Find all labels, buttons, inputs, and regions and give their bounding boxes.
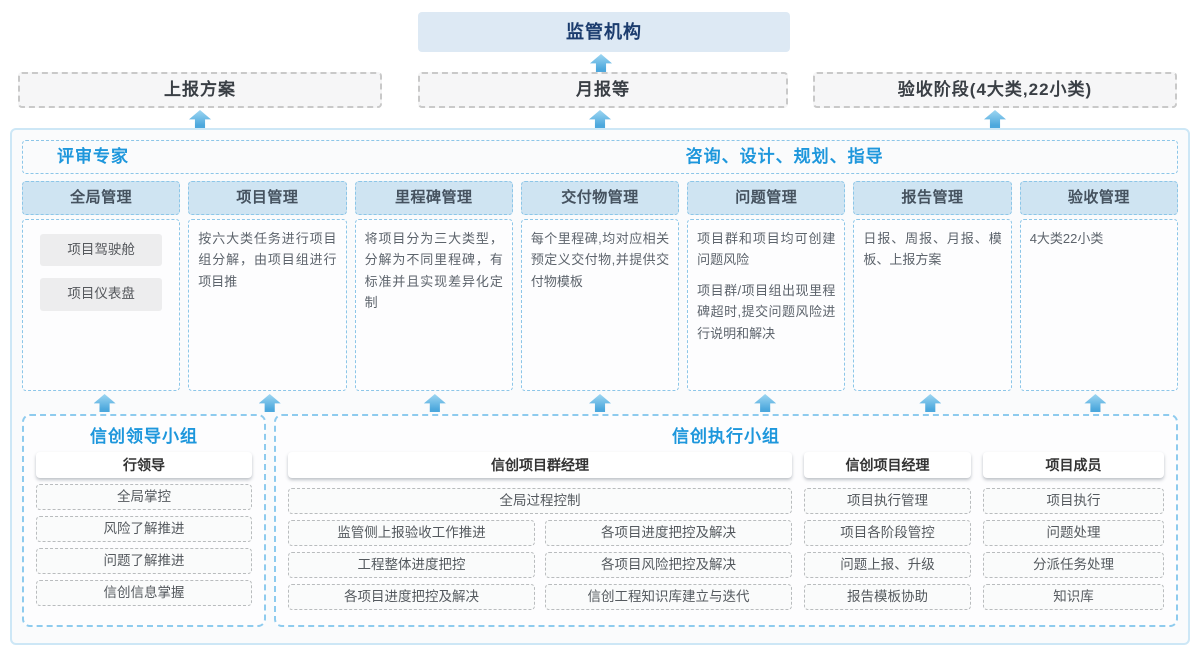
execution-grid: 信创项目群经理 全局过程控制 监管侧上报验收工作推进 各项目进度把控及解决 工程…: [288, 452, 1164, 610]
module-text: 项目群/项目组出现里程碑超时,提交问题风险进行说明和解决: [697, 282, 836, 341]
module-header: 交付物管理: [520, 181, 680, 215]
group-title: 信创领导小组: [90, 427, 198, 446]
task-item: 监管侧上报验收工作推进: [288, 520, 536, 546]
up-arrow-icon: [423, 394, 446, 412]
feature-pill: 项目驾驶舱: [40, 234, 162, 267]
task-item: 问题了解推进: [36, 548, 252, 574]
module-text: 按六大类任务进行项目组分解，由项目组进行项目推: [198, 231, 337, 289]
experts-strip: 评审专家 咨询、设计、规划、指导: [22, 140, 1178, 174]
task-item: 项目执行: [983, 488, 1164, 514]
module-report: 报告管理 日报、周报、月报、模板、上报方案: [853, 181, 1012, 391]
task-item: 问题上报、升级: [804, 552, 972, 578]
up-arrow-icon: [984, 110, 1006, 128]
task-item: 报告模板协助: [804, 584, 972, 610]
task-item: 项目执行管理: [804, 488, 972, 514]
program-manager-tasks: 监管侧上报验收工作推进 各项目进度把控及解决 工程整体进度把控 各项目风险把控及…: [288, 520, 793, 610]
module-text: 将项目分为三大类型，分解为不同里程碑，有标准并且实现差异化定制: [364, 231, 503, 311]
task-item: 工程整体进度把控: [288, 552, 536, 578]
task-item: 各项目进度把控及解决: [545, 520, 793, 546]
role-pill-bank-leader: 行领导: [36, 452, 252, 478]
leadership-group: 信创领导小组 行领导 全局掌控 风险了解推进 问题了解推进 信创信息掌握: [22, 414, 266, 627]
task-item: 信创工程知识库建立与迭代: [545, 584, 793, 610]
module-body: 项目驾驶舱 项目仪表盘: [22, 219, 181, 391]
module-text: 每个里程碑,均对应相关预定义交付物,并提供交付物模板: [530, 231, 670, 289]
module-header: 全局管理: [22, 181, 181, 215]
module-header: 问题管理: [687, 181, 846, 215]
up-arrow-icon: [589, 394, 611, 412]
output-box-monthly: 月报等: [418, 72, 788, 108]
module-header: 验收管理: [1019, 181, 1178, 215]
role-pill-project-manager: 信创项目经理: [804, 452, 972, 478]
module-body: 4大类22小类: [1019, 219, 1178, 391]
module-body: 项目群和项目均可创建问题风险 项目群/项目组出现里程碑超时,提交问题风险进行说明…: [687, 219, 846, 391]
task-item: 各项目进度把控及解决: [288, 584, 536, 610]
module-issue: 问题管理 项目群和项目均可创建问题风险 项目群/项目组出现里程碑超时,提交问题风…: [687, 181, 846, 391]
experts-label: 评审专家: [57, 147, 129, 166]
output-box-acceptance: 验收阶段(4大类,22小类): [813, 72, 1177, 108]
role-pill-program-manager: 信创项目群经理: [288, 452, 793, 478]
module-body: 按六大类任务进行项目组分解，由项目组进行项目推: [188, 219, 347, 391]
task-item: 全局过程控制: [288, 488, 793, 514]
up-arrow-icon: [258, 394, 281, 412]
task-item: 风险了解推进: [36, 516, 252, 542]
module-acceptance: 验收管理 4大类22小类: [1019, 181, 1178, 391]
regulator-box: 监管机构: [418, 12, 790, 52]
task-item: 全局掌控: [36, 484, 252, 510]
task-item: 项目各阶段管控: [804, 520, 972, 546]
member-column: 项目成员 项目执行 问题处理 分派任务处理 知识库: [983, 452, 1164, 610]
up-arrow-icon: [1084, 394, 1107, 412]
module-text: 日报、周报、月报、模板、上报方案: [863, 231, 1002, 268]
up-arrow-icon: [754, 394, 777, 412]
role-pill-member: 项目成员: [983, 452, 1164, 478]
module-global: 全局管理 项目驾驶舱 项目仪表盘: [22, 181, 181, 391]
up-arrow-icon: [589, 110, 611, 128]
organisation-groups: 信创领导小组 行领导 全局掌控 风险了解推进 问题了解推进 信创信息掌握 信创执…: [22, 414, 1178, 627]
execution-group: 信创执行小组 信创项目群经理 全局过程控制 监管侧上报验收工作推进 各项目进度把…: [274, 414, 1178, 627]
feature-pill: 项目仪表盘: [40, 278, 162, 311]
up-arrow-icon: [590, 54, 612, 72]
task-item: 知识库: [983, 584, 1164, 610]
group-title: 信创执行小组: [672, 427, 780, 446]
task-item: 信创信息掌握: [36, 580, 252, 606]
consulting-label: 咨询、设计、规划、指导: [685, 147, 884, 166]
module-header: 项目管理: [188, 181, 347, 215]
module-body: 每个里程碑,均对应相关预定义交付物,并提供交付物模板: [520, 219, 680, 391]
project-manager-column: 信创项目经理 项目执行管理 项目各阶段管控 问题上报、升级 报告模板协助: [804, 452, 972, 610]
program-manager-column: 信创项目群经理 全局过程控制 监管侧上报验收工作推进 各项目进度把控及解决 工程…: [288, 452, 793, 610]
module-header: 报告管理: [853, 181, 1012, 215]
module-text: 项目群和项目均可创建问题风险: [697, 231, 836, 268]
module-text: 4大类22小类: [1029, 231, 1104, 246]
group-to-module-arrows: [22, 391, 1178, 414]
platform-container: 评审专家 咨询、设计、规划、指导 全局管理 项目驾驶舱 项目仪表盘 项目管理 按…: [10, 128, 1190, 645]
module-header: 里程碑管理: [354, 181, 513, 215]
up-arrow-icon: [919, 394, 942, 412]
module-milestone: 里程碑管理 将项目分为三大类型，分解为不同里程碑，有标准并且实现差异化定制: [354, 181, 513, 391]
module-project: 项目管理 按六大类任务进行项目组分解，由项目组进行项目推: [188, 181, 347, 391]
task-item: 各项目风险把控及解决: [545, 552, 793, 578]
task-item: 分派任务处理: [983, 552, 1164, 578]
module-body: 日报、周报、月报、模板、上报方案: [853, 219, 1012, 391]
output-box-report-plan: 上报方案: [18, 72, 382, 108]
module-deliverable: 交付物管理 每个里程碑,均对应相关预定义交付物,并提供交付物模板: [520, 181, 680, 391]
module-grid: 全局管理 项目驾驶舱 项目仪表盘 项目管理 按六大类任务进行项目组分解，由项目组…: [22, 181, 1178, 391]
task-item: 问题处理: [983, 520, 1164, 546]
up-arrow-icon: [93, 394, 116, 412]
up-arrow-icon: [189, 110, 211, 128]
module-body: 将项目分为三大类型，分解为不同里程碑，有标准并且实现差异化定制: [354, 219, 513, 391]
